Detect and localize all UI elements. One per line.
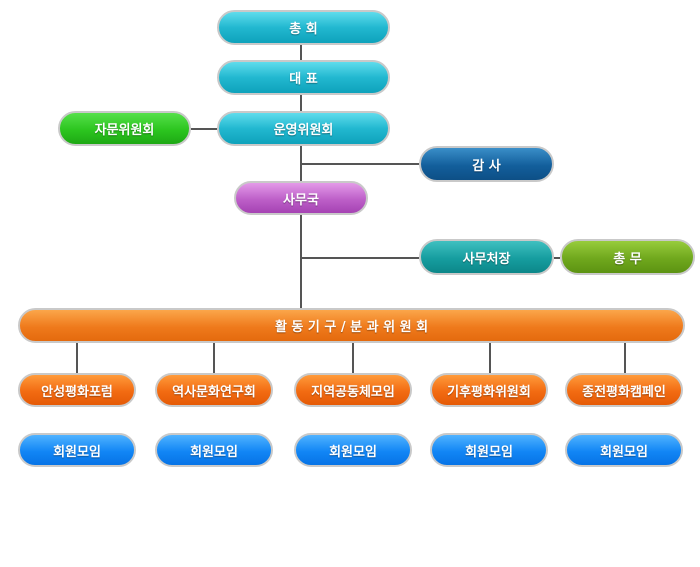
connector-advisory-steering <box>191 128 217 130</box>
committee-climate-peace: 기후평화위원회 <box>430 373 548 407</box>
connector-secretary-general-affairs <box>554 257 560 259</box>
committee-history-culture-study: 역사문화연구회 <box>155 373 273 407</box>
connector-secretary-branch <box>301 257 419 259</box>
general-affairs-node: 총 무 <box>560 239 695 275</box>
connector-committee-1 <box>76 343 78 373</box>
secretariat-node: 사무국 <box>234 181 368 215</box>
member-meeting-2: 회원모임 <box>155 433 273 467</box>
advisory-committee-node: 자문위원회 <box>58 111 191 146</box>
general-assembly-node: 총 회 <box>217 10 390 45</box>
representative-node: 대 표 <box>217 60 390 95</box>
connector-committee-5 <box>624 343 626 373</box>
committee-end-war-peace-campaign: 종전평화캠페인 <box>565 373 683 407</box>
secretary-general-node: 사무처장 <box>419 239 554 275</box>
audit-node: 감 사 <box>419 146 554 182</box>
member-meeting-5: 회원모임 <box>565 433 683 467</box>
connector-representative-steering <box>300 95 302 111</box>
member-meeting-4: 회원모임 <box>430 433 548 467</box>
connector-secretariat-activities <box>300 215 302 308</box>
connector-committee-2 <box>213 343 215 373</box>
connector-audit-branch <box>301 163 419 165</box>
connector-committee-4 <box>489 343 491 373</box>
committee-anseong-peace-forum: 안성평화포럼 <box>18 373 136 407</box>
member-meeting-3: 회원모임 <box>294 433 412 467</box>
connector-committee-3 <box>352 343 354 373</box>
activities-committees-bar: 활 동 기 구 / 분 과 위 원 회 <box>18 308 685 343</box>
committee-local-community: 지역공동체모임 <box>294 373 412 407</box>
connector-assembly-representative <box>300 45 302 60</box>
steering-committee-node: 운영위원회 <box>217 111 390 146</box>
member-meeting-1: 회원모임 <box>18 433 136 467</box>
